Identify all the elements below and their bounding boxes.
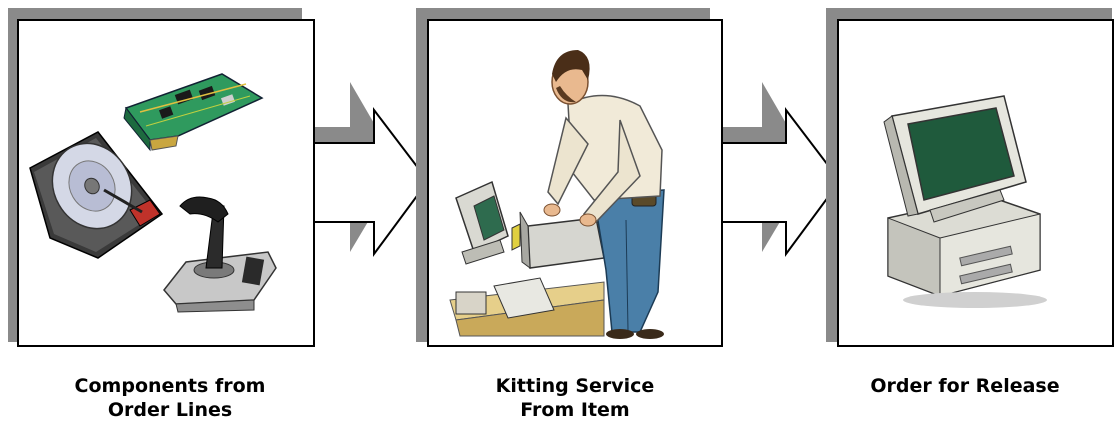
step-panel-release [826, 8, 1113, 346]
step-label-kitting: Kitting Service From Item [440, 374, 710, 422]
step-panel-components [8, 8, 314, 346]
step-label-release: Order for Release [830, 374, 1100, 398]
flow-arrow-2 [708, 82, 840, 254]
step-panel-kitting [416, 8, 722, 346]
flow-arrow-1 [296, 82, 428, 254]
step-label-components: Components from Order Lines [40, 374, 300, 422]
